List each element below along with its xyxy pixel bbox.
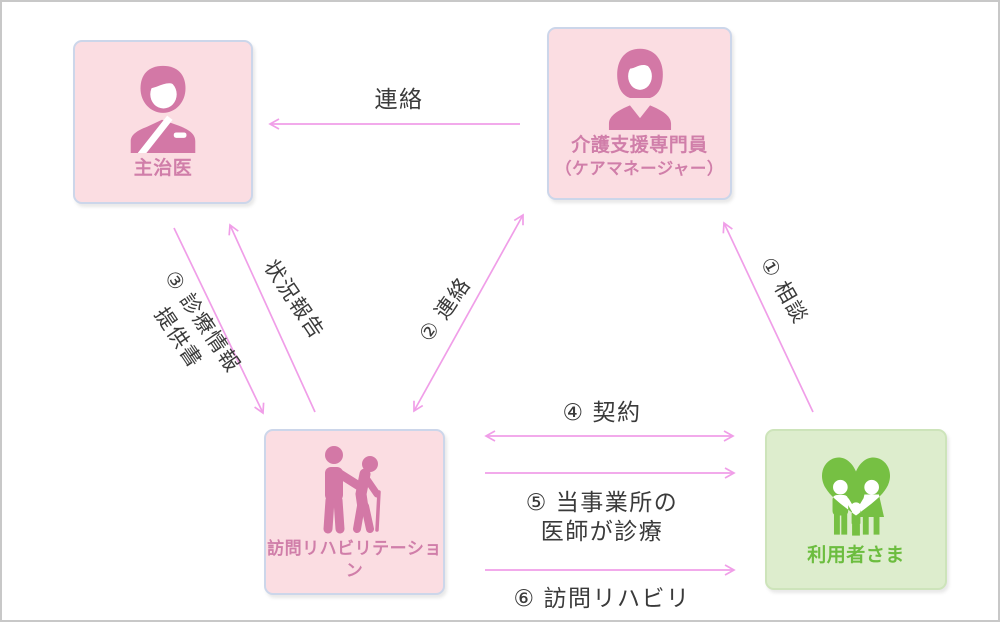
node-client: 利用者さま xyxy=(765,429,947,590)
node-care-manager: 介護支援専門員 （ケアマネージャー） xyxy=(547,27,732,200)
caregiver-icon xyxy=(306,442,404,534)
care-manager-icon xyxy=(602,46,678,131)
label-contract: ④ 契約 xyxy=(562,399,642,425)
node-label-visiting-rehab: 訪問リハビリテーション xyxy=(267,538,442,580)
label-office-doctor-treats: ⑤ 当事業所の医師が診療 xyxy=(525,489,679,544)
node-label-care-manager: 介護支援専門員 xyxy=(571,135,708,157)
node-doctor: 主治医 xyxy=(73,40,253,204)
node-label-client: 利用者さま xyxy=(807,545,905,567)
doctor-icon xyxy=(122,63,204,153)
family-heart-icon xyxy=(810,450,902,540)
label-contact-to-doctor: 連絡 xyxy=(374,86,424,112)
label-status-report: 状況報告 xyxy=(259,256,329,344)
label-consult: ① 相談 xyxy=(755,253,812,328)
label-contact-rehab: ② 連絡 xyxy=(414,273,476,347)
node-visiting-rehab: 訪問リハビリテーション xyxy=(264,429,445,595)
node-label-doctor: 主治医 xyxy=(133,157,193,179)
label-visiting-rehab-service: ⑥ 訪問リハビリ xyxy=(513,585,691,611)
label-medical-info-doc: ③ 診療情報提供書 xyxy=(149,266,245,378)
node-sublabel-care-manager: （ケアマネージャー） xyxy=(555,160,724,179)
